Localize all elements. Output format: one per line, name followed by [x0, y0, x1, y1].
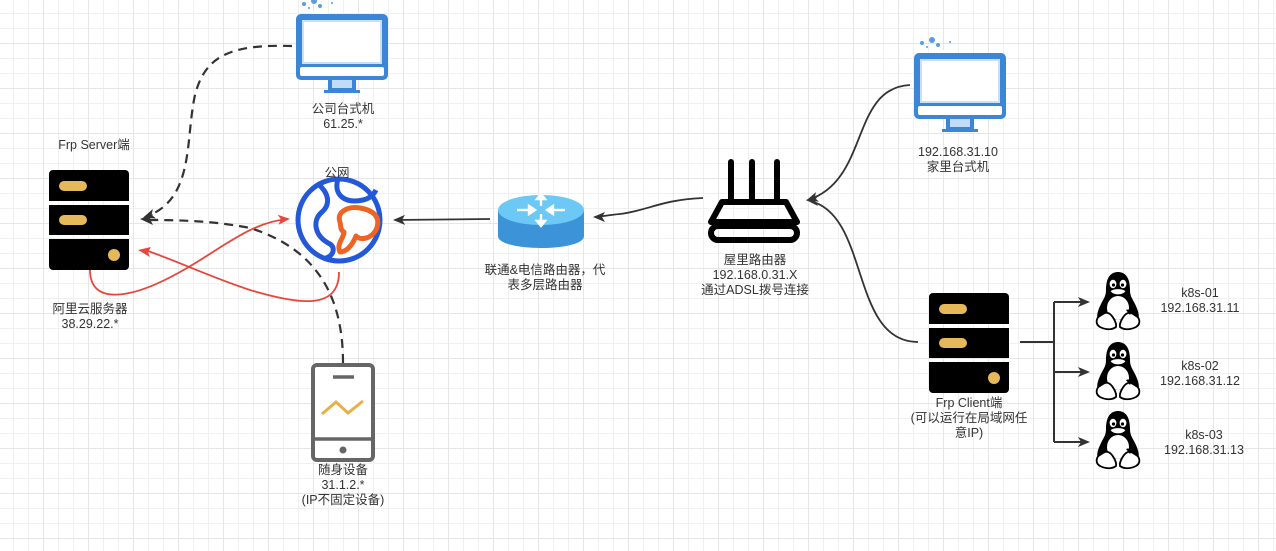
home-pc-label-line: 192.168.31.10 [918, 145, 998, 159]
k8s-node-name: k8s-01 [1181, 286, 1219, 300]
home-router-label-line: 192.168.0.31.X [712, 268, 798, 282]
edge-home-router-to-isp-router [593, 197, 704, 222]
k8s-03-linux-tux-icon[interactable] [1095, 410, 1141, 470]
edge-office-pc-to-frp-server [143, 44, 293, 219]
edge-frp-server-to-internet [89, 214, 290, 296]
frp-server-title: Frp Server端 [58, 138, 130, 152]
isp-router-label: 联通&电信路由器，代 表多层路由器 [470, 263, 620, 293]
isp-router-label-line: 表多层路由器 [507, 278, 583, 292]
mobile-phone-icon[interactable] [311, 363, 375, 462]
k8s-01-linux-tux-icon[interactable] [1095, 271, 1141, 331]
edge-internet-to-frp-server [144, 249, 340, 303]
frp-client-label-line: (可以运行在局域网任 [910, 411, 1028, 425]
isp-router-label-line: 联通&电信路由器，代 [484, 263, 606, 277]
edges [89, 44, 1090, 447]
home-router-label: 屋里路由器 192.168.0.31.X 通过ADSL拨号连接 [690, 253, 820, 298]
edge-frp-client-to-home-router [809, 200, 919, 343]
frp-client-label: Frp Client端 (可以运行在局域网任 意IP) [904, 396, 1034, 441]
home-router-label-line: 通过ADSL拨号连接 [701, 283, 809, 297]
office-pc-monitor-icon[interactable] [296, 0, 388, 93]
home-pc-label: 192.168.31.10 家里台式机 [898, 145, 1018, 175]
mobile-label-line: 随身设备 [317, 463, 368, 477]
k8s-node-ip: 192.168.31.13 [1164, 443, 1244, 457]
home-pc-monitor-icon[interactable] [914, 37, 1006, 132]
k8s-node-ip: 192.168.31.11 [1160, 301, 1240, 315]
k8s-02-label: k8s-02 192.168.31.12 [1158, 359, 1242, 389]
edge-mobile-to-frp-server [144, 218, 345, 364]
frp-server-label: 阿里云服务器 38.29.22.* [30, 302, 150, 332]
frp-server-label-line: 38.29.22.* [61, 317, 119, 331]
mobile-label-line: (IP不固定设备) [301, 493, 385, 507]
home-pc-label-line: 家里台式机 [926, 160, 990, 174]
mobile-label-line: 31.1.2.* [321, 478, 365, 492]
mobile-label: 随身设备 31.1.2.* (IP不固定设备) [283, 463, 403, 508]
home-wifi-router-icon[interactable] [708, 159, 800, 243]
frp-client-label-line: Frp Client端 [935, 396, 1003, 410]
office-pc-label-line: 61.25.* [323, 117, 363, 131]
office-pc-label: 公司台式机 61.25.* [283, 102, 403, 132]
k8s-node-name: k8s-02 [1181, 359, 1219, 373]
isp-router-icon[interactable] [498, 192, 584, 248]
frp-client-label-line: 意IP) [954, 426, 984, 440]
frp-server-label-line: 阿里云服务器 [52, 302, 128, 316]
edge-home-pc-to-home-router [806, 84, 911, 202]
k8s-03-label: k8s-03 192.168.31.13 [1162, 428, 1246, 458]
internet-globe-icon[interactable] [295, 176, 383, 264]
k8s-02-linux-tux-icon[interactable] [1095, 341, 1141, 401]
frp-server-icon[interactable] [49, 170, 129, 270]
office-pc-label-line: 公司台式机 [311, 102, 375, 116]
internet-title: 公网 [324, 166, 350, 180]
arrowhead-internet-to-server [138, 247, 151, 257]
home-router-label-line: 屋里路由器 [723, 253, 787, 267]
arrowhead-mobile-to-server [140, 214, 153, 225]
k8s-01-label: k8s-01 192.168.31.11 [1158, 286, 1242, 316]
arrowhead-frp-client-to-router [806, 195, 818, 206]
k8s-node-name: k8s-03 [1185, 428, 1223, 442]
frp-client-server-icon[interactable] [929, 293, 1009, 393]
k8s-node-ip: 192.168.31.12 [1160, 374, 1240, 388]
edge-isp-router-to-internet [393, 214, 491, 225]
